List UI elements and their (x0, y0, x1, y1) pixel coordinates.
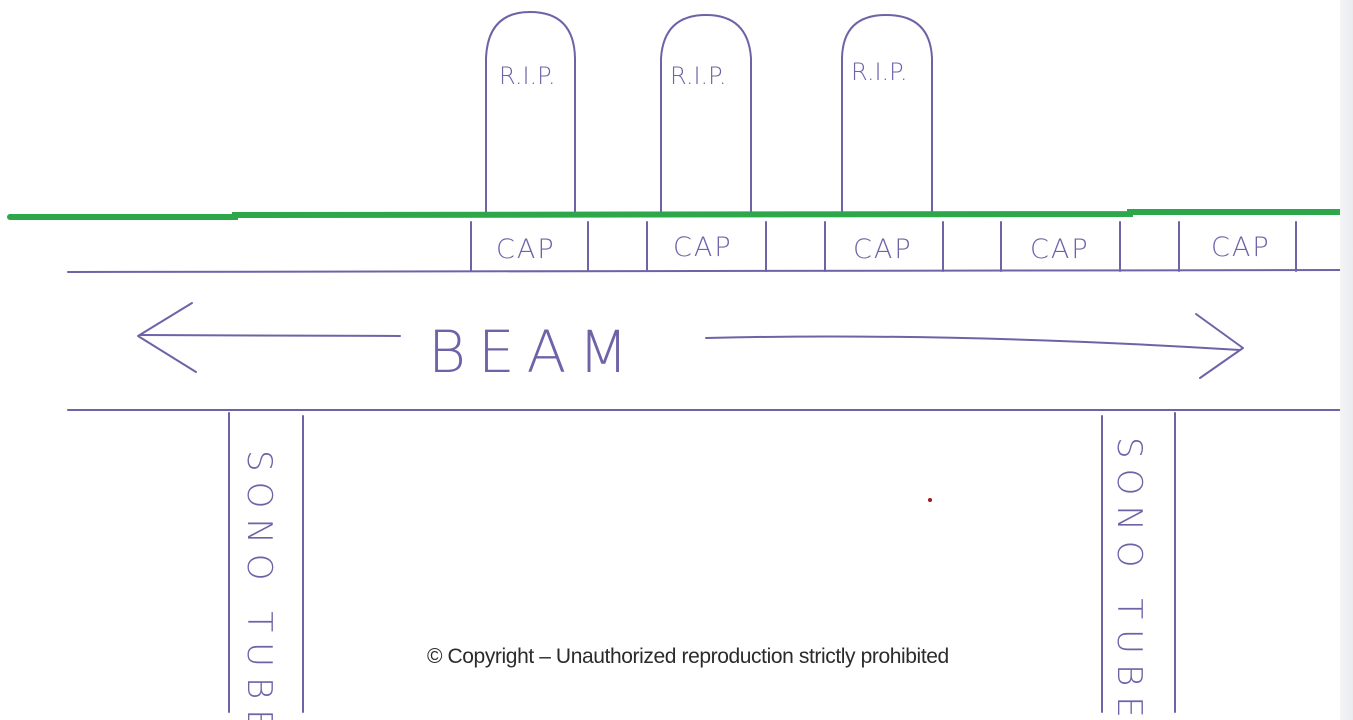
right-arrow-icon (705, 335, 1241, 351)
left-arrowhead-icon (137, 302, 197, 373)
ink-dot (928, 498, 932, 502)
headstone-label: R.I.P. (499, 62, 556, 90)
headstone: R.I.P. (841, 14, 933, 213)
right-arrowhead-icon (1195, 313, 1244, 379)
beam: BEAM (67, 269, 1351, 411)
ground-line (7, 209, 1353, 220)
cap-label: CAP (1211, 232, 1271, 263)
cap-label: CAP (1030, 234, 1090, 265)
left-arrow-icon (139, 334, 401, 337)
tube-label: SONO TUBE (239, 450, 279, 720)
tube-label: SONO TUBE (1109, 437, 1149, 720)
cap-label: CAP (496, 234, 556, 265)
page-edge (1340, 0, 1353, 720)
headstone-label: R.I.P. (670, 62, 727, 90)
beam-label: BEAM (428, 318, 640, 386)
headstone: R.I.P. (485, 11, 576, 213)
cap-label: CAP (853, 234, 913, 265)
sono-tube: SONO TUBE (1101, 412, 1176, 720)
headstone: R.I.P. (660, 14, 752, 213)
cap-label: CAP (673, 232, 733, 263)
sono-tube: SONO TUBE (228, 412, 304, 720)
headstone-label: R.I.P. (851, 58, 908, 86)
copyright-notice: © Copyright – Unauthorized reproduction … (427, 645, 949, 668)
cap-row: CAP CAP CAP CAP CAP (470, 221, 1297, 272)
